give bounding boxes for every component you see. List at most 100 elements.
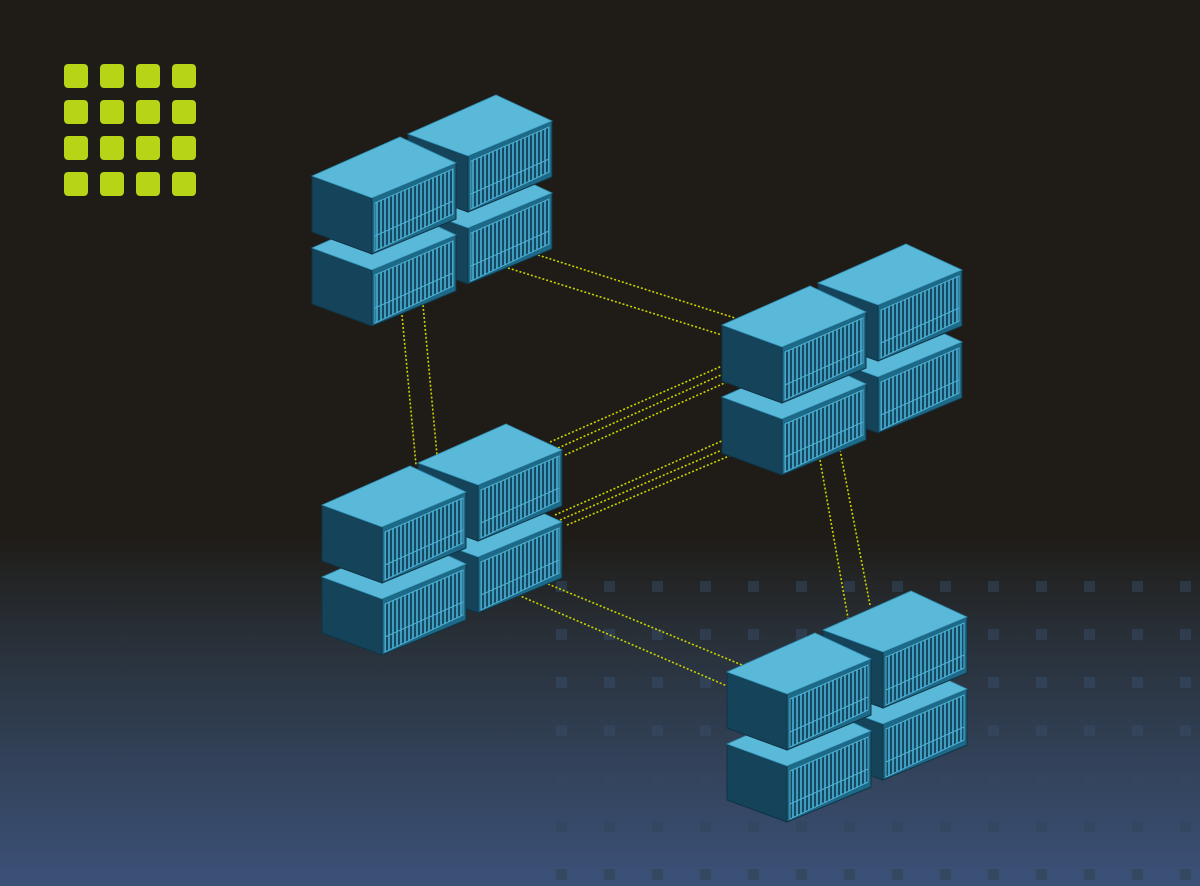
server-cluster-bottom-right	[725, 590, 968, 823]
grid-dot	[988, 821, 999, 832]
box-top	[816, 243, 963, 306]
grid-dot	[556, 821, 567, 832]
grid-dot	[892, 869, 903, 880]
server-clusters	[310, 94, 968, 823]
grid-dot	[556, 869, 567, 880]
grid-dot	[1036, 629, 1047, 640]
logo-square	[136, 136, 160, 160]
grid-dot	[1084, 629, 1095, 640]
grid-dot	[700, 869, 711, 880]
network-link	[559, 436, 753, 521]
logo-square	[136, 64, 160, 88]
server-grille	[789, 664, 869, 748]
server-box	[320, 465, 467, 584]
grille-rail	[789, 696, 869, 733]
box-top	[725, 632, 872, 695]
box-top	[720, 285, 867, 348]
grid-dot	[1180, 629, 1191, 640]
grid-dot	[892, 773, 903, 784]
grid-dot	[604, 629, 615, 640]
grid-dot	[1036, 725, 1047, 736]
grid-dot	[892, 821, 903, 832]
grid-dot	[988, 629, 999, 640]
grid-dot	[844, 869, 855, 880]
logo-square	[100, 64, 124, 88]
grid-dot	[556, 677, 567, 688]
grille-rail	[384, 529, 464, 566]
server-grille	[789, 736, 869, 820]
network-link	[517, 594, 728, 687]
network-link	[422, 304, 438, 456]
logo-square	[64, 64, 88, 88]
grid-dot	[1132, 773, 1143, 784]
grid-dot	[748, 869, 759, 880]
grid-dot	[1084, 869, 1095, 880]
grid-dot	[652, 821, 663, 832]
grid-4x4-icon	[64, 64, 196, 196]
server-box	[720, 285, 867, 404]
server-grille	[880, 347, 960, 431]
grid-dot	[700, 773, 711, 784]
grille-rail	[470, 230, 550, 267]
grille-rail	[784, 349, 864, 386]
grid-dot	[1180, 773, 1191, 784]
grille-rail	[789, 768, 869, 805]
grid-dot	[652, 677, 663, 688]
grid-dot	[844, 821, 855, 832]
grid-dot	[1036, 821, 1047, 832]
grid-dot	[1084, 677, 1095, 688]
grid-dot	[1132, 581, 1143, 592]
grille-rail	[885, 726, 965, 763]
box-top	[821, 590, 968, 653]
grid-dot	[748, 581, 759, 592]
logo-square	[100, 172, 124, 196]
network-link	[401, 314, 417, 466]
grid-dot	[652, 773, 663, 784]
grid-dot	[1132, 629, 1143, 640]
grid-dot	[700, 677, 711, 688]
grid-dot	[1180, 869, 1191, 880]
grid-dot	[1084, 725, 1095, 736]
grille-rail	[384, 601, 464, 638]
logo-square	[172, 64, 196, 88]
server-grille	[480, 527, 560, 611]
logo-square	[172, 172, 196, 196]
server-grille	[384, 497, 464, 581]
server-grille	[470, 198, 550, 282]
server-grille	[374, 168, 454, 252]
grille-rail	[480, 487, 560, 524]
grid-dot	[940, 773, 951, 784]
grid-dot	[940, 821, 951, 832]
logo-square	[100, 100, 124, 124]
grid-dot	[796, 821, 807, 832]
grid-dot	[1036, 869, 1047, 880]
server-cluster-top-right	[720, 243, 963, 476]
server-grille	[384, 569, 464, 653]
grid-dot	[556, 725, 567, 736]
grid-dot	[1132, 677, 1143, 688]
grid-dot	[1132, 725, 1143, 736]
logo-square	[172, 136, 196, 160]
network-link	[549, 357, 741, 443]
logo-square	[64, 172, 88, 196]
grid-dot	[604, 725, 615, 736]
grid-dot	[1180, 677, 1191, 688]
grid-dot	[940, 581, 951, 592]
grid-dot	[1084, 773, 1095, 784]
logo-square	[172, 100, 196, 124]
grid-dot	[556, 773, 567, 784]
grid-dot	[796, 581, 807, 592]
server-cluster-top-left	[310, 94, 553, 327]
grid-dot	[988, 869, 999, 880]
grid-dot	[796, 629, 807, 640]
grille-rail	[374, 200, 454, 237]
server-grille	[784, 389, 864, 473]
grid-dot	[988, 677, 999, 688]
server-box	[310, 136, 457, 255]
grid-dot	[556, 581, 567, 592]
grid-dot	[700, 821, 711, 832]
grid-dot	[1036, 581, 1047, 592]
grid-dot	[844, 581, 855, 592]
grille-rail	[470, 158, 550, 195]
